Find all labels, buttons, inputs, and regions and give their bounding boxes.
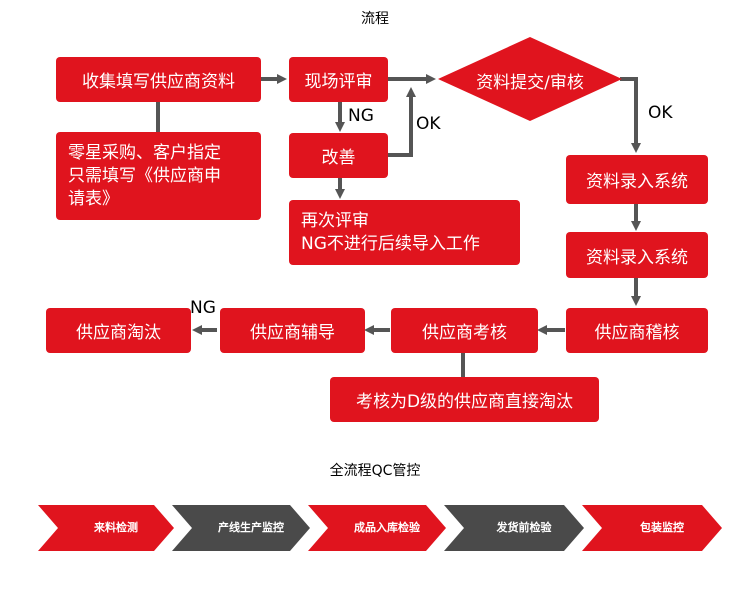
qc-step-3-shape: [308, 505, 446, 551]
qc-step-4-shape: [444, 505, 584, 551]
label-ok-submit: OK: [648, 103, 673, 123]
qc-step-1: 来料检测: [94, 521, 138, 534]
note-line-1: 零星采购、客户指定: [68, 142, 221, 163]
submit-review-diamond: [438, 37, 622, 121]
label-ng-review: NG: [348, 106, 374, 126]
qc-step-2-shape: [172, 505, 310, 551]
qc-step-5: 包装监控: [640, 521, 684, 534]
qc-title: 全流程QC管控: [329, 463, 421, 479]
label-ok-improve: OK: [416, 114, 441, 134]
qc-step-2: 产线生产监控: [218, 521, 284, 534]
arrow-submit-ok-to-entry: [620, 77, 641, 153]
note-box: 零星采购、客户指定 只需填写《供应商申 请表》: [56, 132, 261, 220]
data-entry-box-2: 资料录入系统: [566, 232, 708, 278]
supplier-assess-box: 供应商考核: [391, 308, 538, 353]
supplier-audit-box: 供应商稽核: [566, 308, 708, 353]
arrow-improve-ok-back: [388, 87, 416, 157]
supplier-eliminate-box: 供应商淘汰: [46, 308, 191, 353]
data-entry-box-1: 资料录入系统: [566, 155, 708, 204]
label-ng-coach: NG: [190, 298, 216, 318]
flow-title: 流程: [361, 11, 389, 27]
re-review-line-1: 再次评审: [301, 210, 369, 231]
note-line-3: 请表》: [68, 188, 119, 209]
submit-review-label: 资料提交/审核: [476, 73, 584, 93]
qc-step-4: 发货前检验: [496, 521, 552, 534]
qc-step-1-shape: [38, 505, 174, 551]
onsite-review-box: 现场评审: [289, 57, 388, 102]
note-line-2: 只需填写《供应商申: [68, 165, 221, 186]
collect-supplier-data-box: 收集填写供应商资料: [56, 57, 261, 102]
d-level-note-box: 考核为D级的供应商直接淘汰: [330, 377, 599, 422]
qc-step-3: 成品入库检验: [354, 521, 420, 534]
supplier-coach-box: 供应商辅导: [220, 308, 365, 353]
re-review-line-2: NG不进行后续导入工作: [301, 233, 480, 254]
re-review-box: 再次评审 NG不进行后续导入工作: [289, 200, 520, 265]
improve-box: 改善: [289, 133, 388, 178]
qc-step-5-shape: [582, 505, 722, 551]
